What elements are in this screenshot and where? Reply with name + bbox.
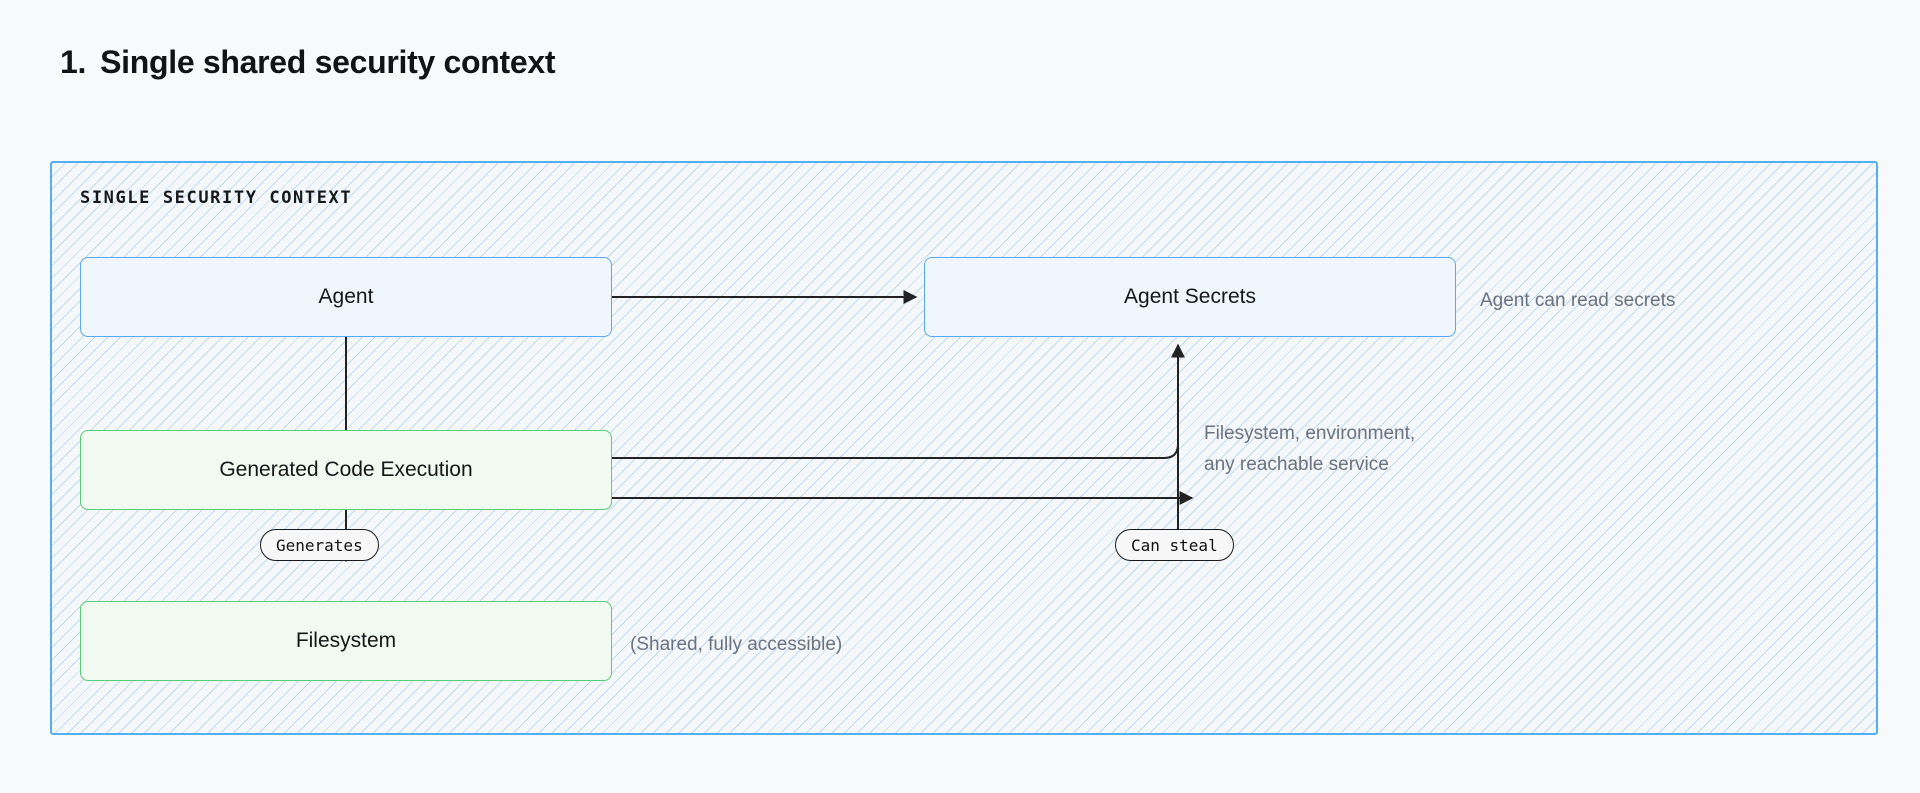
annotation-agent-can-read-secrets: Agent can read secrets — [1480, 290, 1676, 311]
page-title-text: Single shared security context — [100, 44, 556, 80]
page-title: 1. Single shared security context — [60, 44, 556, 81]
edge-label-generates: Generates — [260, 529, 379, 561]
node-generated-code-execution[interactable]: Generated Code Execution — [80, 430, 612, 510]
edge-label-can-steal: Can steal — [1115, 529, 1234, 561]
security-context-container: SINGLE SECURITY CONTEXT Agent Agent Secr… — [50, 161, 1878, 735]
node-agent-secrets-label: Agent Secrets — [1124, 285, 1256, 309]
node-generated-code-execution-label: Generated Code Execution — [219, 458, 473, 482]
annotation-reachable-resources: Filesystem, environment, any reachable s… — [1204, 423, 1416, 476]
container-label: SINGLE SECURITY CONTEXT — [80, 188, 353, 208]
node-filesystem[interactable]: Filesystem — [80, 601, 612, 681]
node-filesystem-label: Filesystem — [295, 629, 397, 653]
page-title-number: 1. — [60, 44, 87, 80]
node-agent-label: Agent — [318, 285, 374, 309]
annotation-filesystem-shared: (Shared, fully accessible) — [630, 634, 843, 655]
edge-codeexec-to-cansteal — [612, 443, 1179, 561]
node-agent-secrets[interactable]: Agent Secrets — [924, 257, 1456, 337]
node-agent[interactable]: Agent — [80, 257, 612, 337]
